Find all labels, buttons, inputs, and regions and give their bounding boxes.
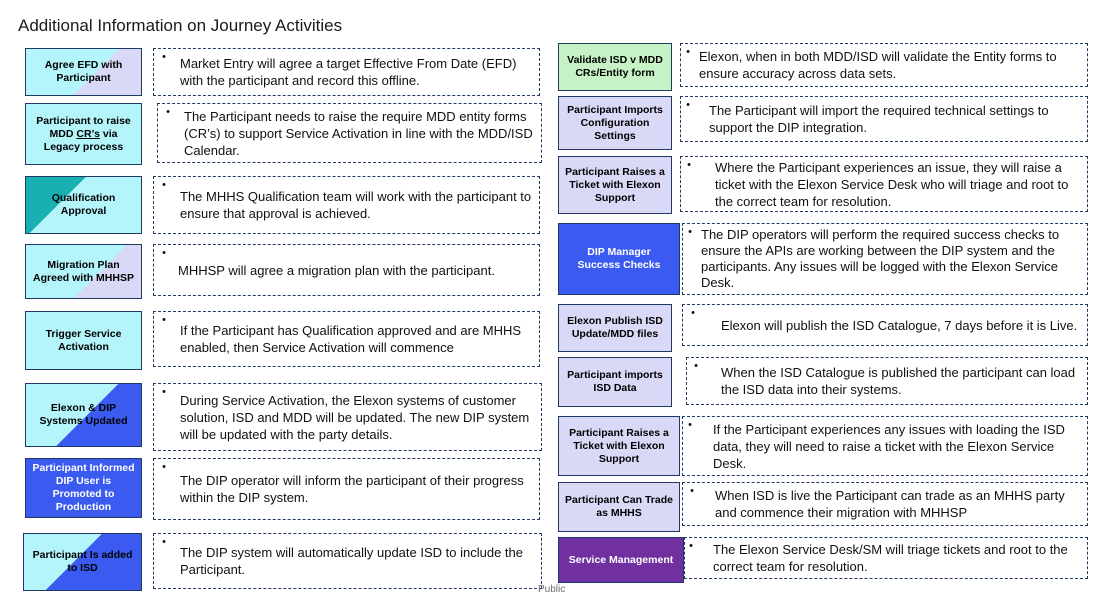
bullet-icon: • [688,226,692,238]
activity-description: • The Participant needs to raise the req… [157,103,542,163]
bullet-icon: • [162,314,166,326]
activity-label: Validate ISD v MDD CRs/Entity form [558,43,672,91]
activity-label: Agree EFD with Participant [25,48,142,96]
activity-description: • Elexon, when in both MDD/ISD will vali… [680,43,1088,87]
bullet-icon: • [686,46,690,58]
activity-description: • The Elexon Service Desk/SM will triage… [684,537,1088,579]
activity-label: Participant Imports Configuration Settin… [558,96,672,150]
activity-description: • The DIP operator will inform the parti… [153,458,540,520]
activity-description: • The DIP system will automatically upda… [153,533,542,589]
activity-label: Elexon Publish ISD Update/MDD files [558,304,672,352]
activity-label: Service Management [558,537,684,583]
underlined-text: CR’s [76,127,100,140]
activity-description: • Where the Participant experiences an i… [680,156,1088,212]
bullet-icon: • [162,536,166,548]
activity-label: Elexon & DIP Systems Updated [25,383,142,447]
activity-label: Participant imports ISD Data [558,357,672,407]
activity-label: Migration Plan Agreed with MHHSP [25,244,142,299]
bullet-icon: • [162,51,166,63]
activity-label: Participant to raise MDD CR’s via Legacy… [25,103,142,165]
activity-description: • The DIP operators will perform the req… [682,223,1088,295]
activity-description: • When the ISD Catalogue is published th… [686,357,1088,405]
page-title: Additional Information on Journey Activi… [18,16,343,35]
activity-description: • If the Participant experiences any iss… [682,416,1088,476]
bullet-icon: • [687,159,691,171]
activity-description: • During Service Activation, the Elexon … [153,383,542,451]
bullet-icon: • [162,247,166,259]
classification-footer: Public [538,584,566,595]
activity-description: • When ISD is live the Participant can t… [682,482,1088,526]
bullet-icon: • [688,419,692,431]
bullet-icon: • [694,360,698,372]
activity-label: Trigger Service Activation [25,311,142,370]
activity-label: Participant Informed DIP User is Promote… [25,458,142,518]
activity-label: Qualification Approval [25,176,142,234]
activity-label: Participant Can Trade as MHHS [558,482,680,532]
activity-description: • MHHSP will agree a migration plan with… [153,244,540,296]
activity-label: Participant Is added to ISD [23,533,142,591]
bullet-icon: • [686,99,690,111]
activity-description: • The MHHS Qualification team will work … [153,176,540,234]
bullet-icon: • [162,461,166,473]
activity-label: DIP Manager Success Checks [558,223,680,295]
bullet-icon: • [689,540,693,552]
activity-label: Participant Raises a Ticket with Elexon … [558,416,680,476]
bullet-icon: • [690,485,694,497]
activity-description: • Elexon will publish the ISD Catalogue,… [682,304,1088,346]
bullet-icon: • [691,307,695,319]
activity-description: • If the Participant has Qualification a… [153,311,540,367]
bullet-icon: • [162,179,166,191]
bullet-icon: • [162,386,166,398]
activity-description: • Market Entry will agree a target Effec… [153,48,540,96]
activity-label: Participant Raises a Ticket with Elexon … [558,156,672,214]
activity-description: • The Participant will import the requir… [680,96,1088,142]
bullet-icon: • [166,106,170,118]
